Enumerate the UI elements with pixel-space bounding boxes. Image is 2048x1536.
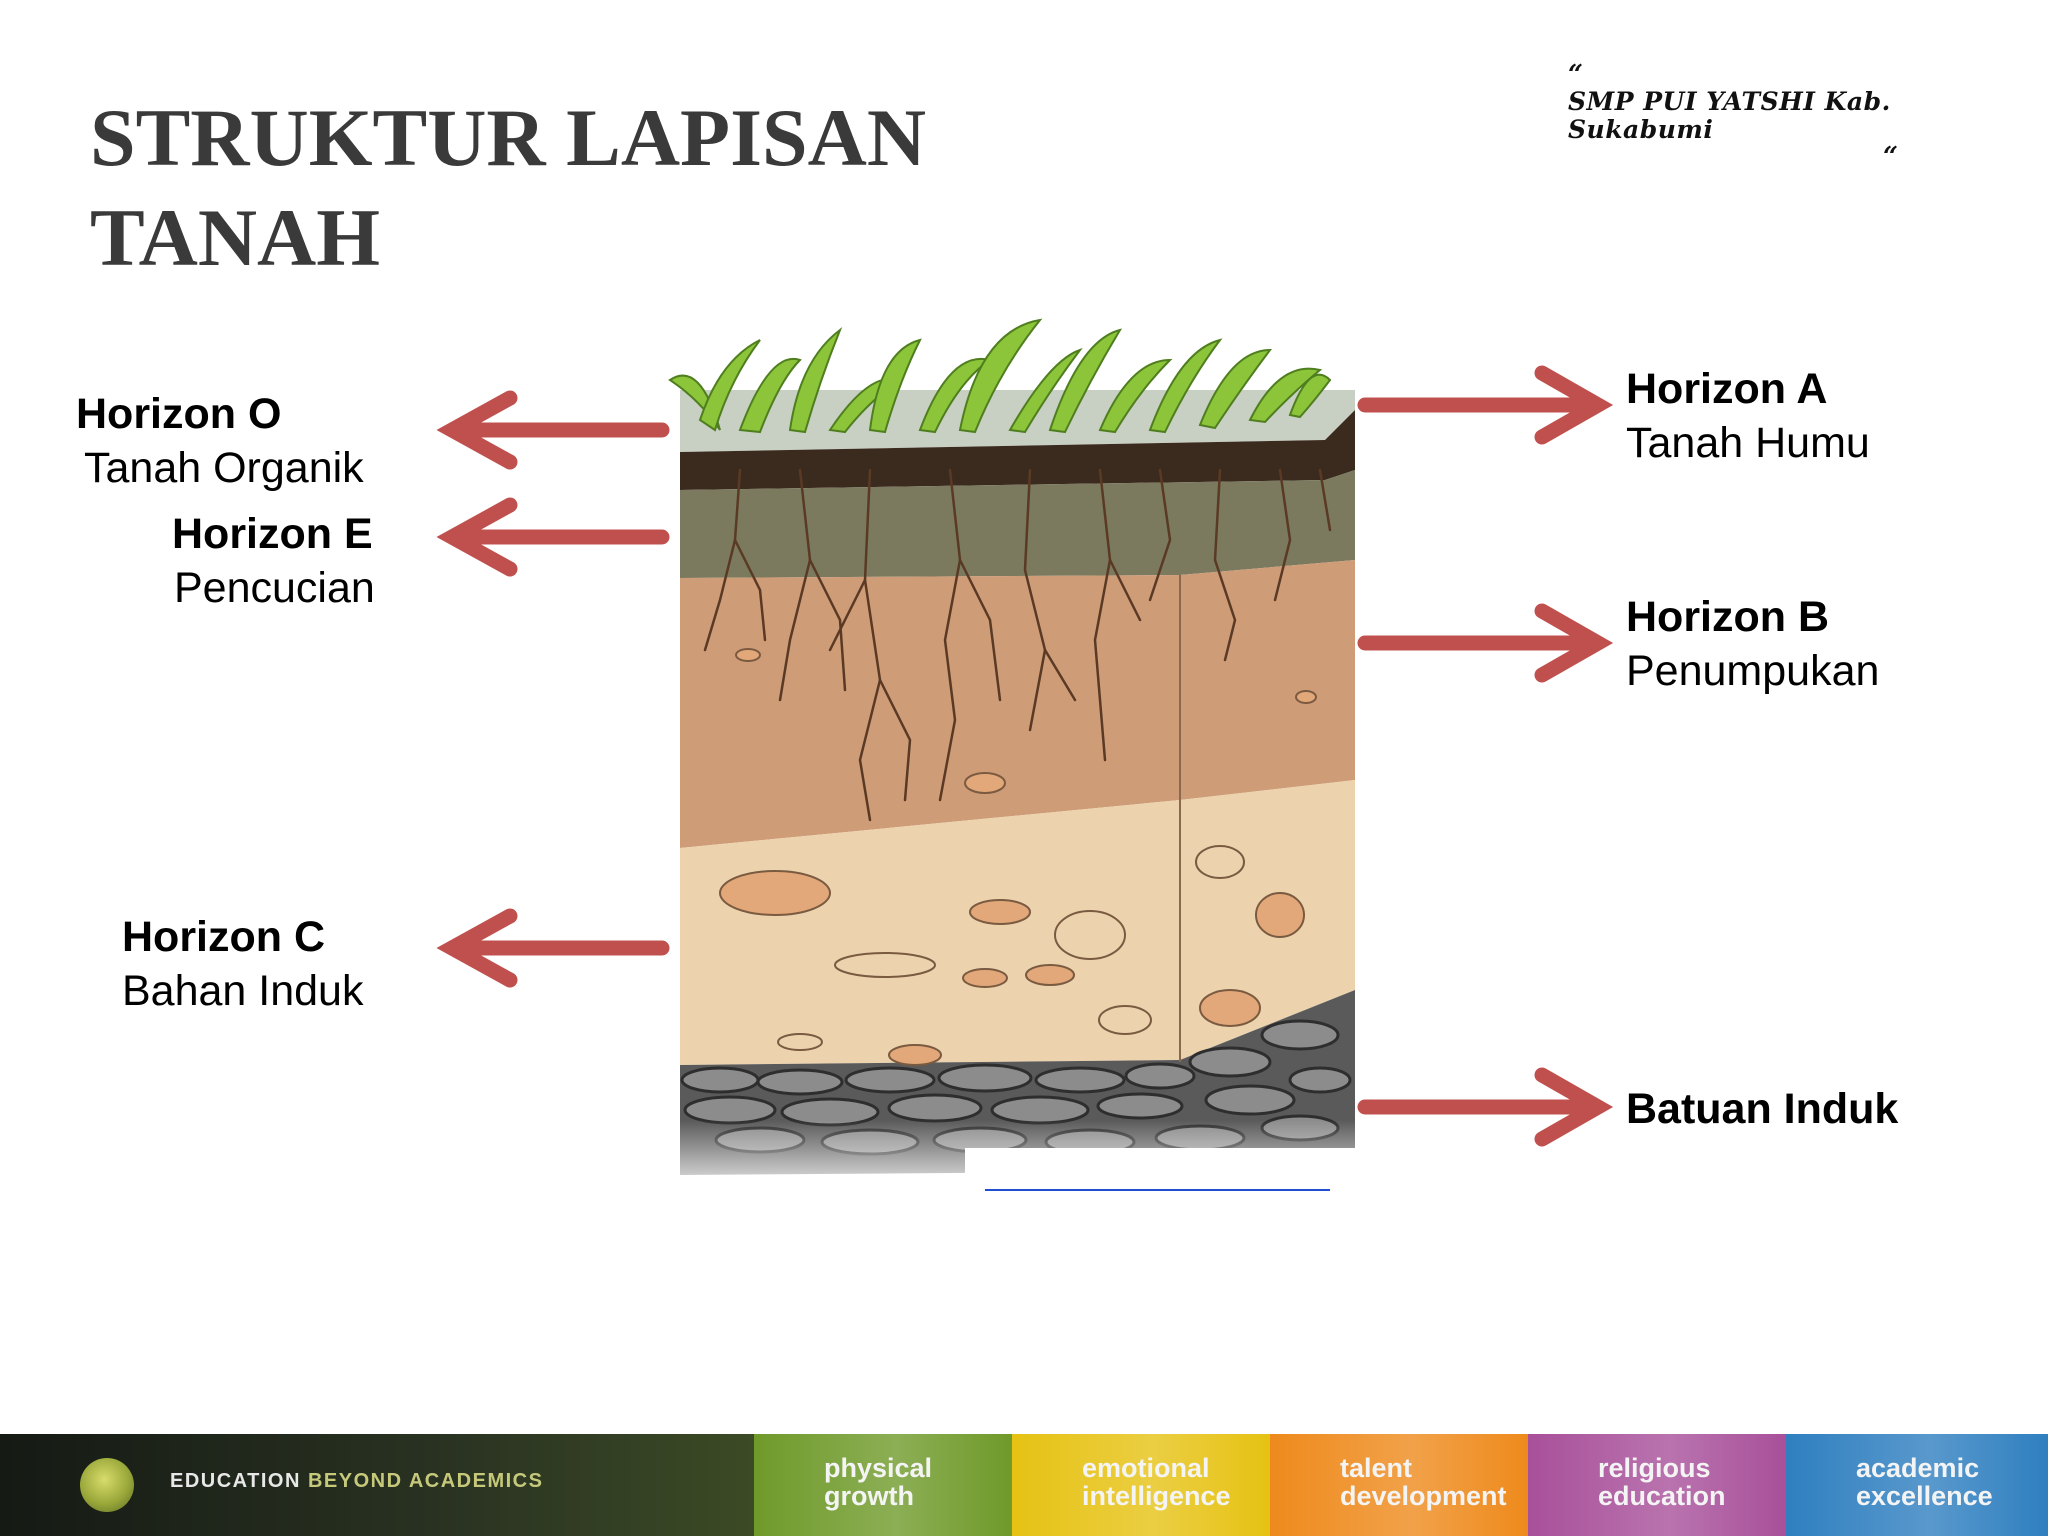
school-stamp: “ SMP PUI YATSHI Kab. Sukabumi “ — [1568, 62, 1928, 170]
footer-segment-emotional: emotional intelligence — [1012, 1434, 1270, 1536]
arrow-batuan — [1357, 1067, 1614, 1147]
close-quote: “ — [1883, 142, 1898, 172]
label-horizon-e: Horizon E Pencucian — [172, 507, 375, 615]
horizon-e-name: Horizon E — [172, 510, 373, 558]
footer-segment-religious: religious education — [1528, 1434, 1786, 1536]
layer-humus — [680, 410, 1355, 490]
horizon-o-desc: Tanah Organik — [84, 444, 364, 492]
footer-segment-physical: physical growth — [754, 1434, 1012, 1536]
footer-segment-academic: academic excellence — [1786, 1434, 2048, 1536]
batuan-induk-name: Batuan Induk — [1626, 1085, 1899, 1133]
label-horizon-o: Horizon O Tanah Organik — [76, 387, 364, 495]
horizon-a-desc: Tanah Humu — [1626, 419, 1870, 467]
horizon-e-desc: Pencucian — [174, 564, 375, 612]
horizon-c-desc: Bahan Induk — [122, 967, 364, 1015]
segment-label: religious education — [1598, 1453, 1726, 1511]
label-horizon-c: Horizon C Bahan Induk — [122, 910, 363, 1018]
arrow-horizon-c — [436, 908, 670, 988]
arrow-horizon-a — [1357, 365, 1614, 445]
label-horizon-b: Horizon B Penumpukan — [1626, 590, 1879, 698]
arrow-horizon-e — [436, 497, 670, 577]
segment-label: emotional intelligence — [1082, 1453, 1231, 1511]
tagline-part-1: EDUCATION — [170, 1470, 301, 1492]
page-title: STRUKTUR LAPISAN TANAH — [90, 92, 927, 283]
horizon-c-name: Horizon C — [122, 913, 326, 961]
roots — [703, 468, 1332, 822]
footer-brand: EDUCATION BEYOND ACADEMICS — [0, 1434, 754, 1536]
footer-tagline: EDUCATION BEYOND ACADEMICS — [170, 1470, 543, 1493]
tagline-part-2: BEYOND ACADEMICS — [307, 1470, 544, 1492]
footer-banner: EDUCATION BEYOND ACADEMICS physical grow… — [0, 1434, 2048, 1536]
layer-eluviation — [680, 470, 1355, 578]
arrow-horizon-b — [1357, 603, 1614, 683]
label-horizon-a: Horizon A Tanah Humu — [1626, 362, 1870, 470]
pebbles — [719, 648, 1317, 1066]
arrow-horizon-o — [436, 390, 670, 470]
grass — [668, 318, 1332, 434]
horizon-b-name: Horizon B — [1626, 593, 1830, 641]
horizon-b-desc: Penumpukan — [1626, 647, 1880, 695]
horizon-a-name: Horizon A — [1626, 365, 1828, 413]
segment-label: academic excellence — [1856, 1453, 1993, 1511]
label-batuan-induk: Batuan Induk — [1626, 1082, 1898, 1136]
segment-label: talent development — [1340, 1453, 1507, 1511]
arrows — [436, 365, 1614, 1147]
footer-segment-talent: talent development — [1270, 1434, 1528, 1536]
horizon-o-name: Horizon O — [76, 390, 282, 438]
school-name: SMP PUI YATSHI Kab. Sukabumi — [1568, 87, 1891, 144]
layer-subsoil — [680, 560, 1355, 848]
segment-label: physical growth — [824, 1453, 933, 1511]
school-logo-icon — [80, 1458, 134, 1512]
open-quote: “ — [1568, 60, 1583, 90]
